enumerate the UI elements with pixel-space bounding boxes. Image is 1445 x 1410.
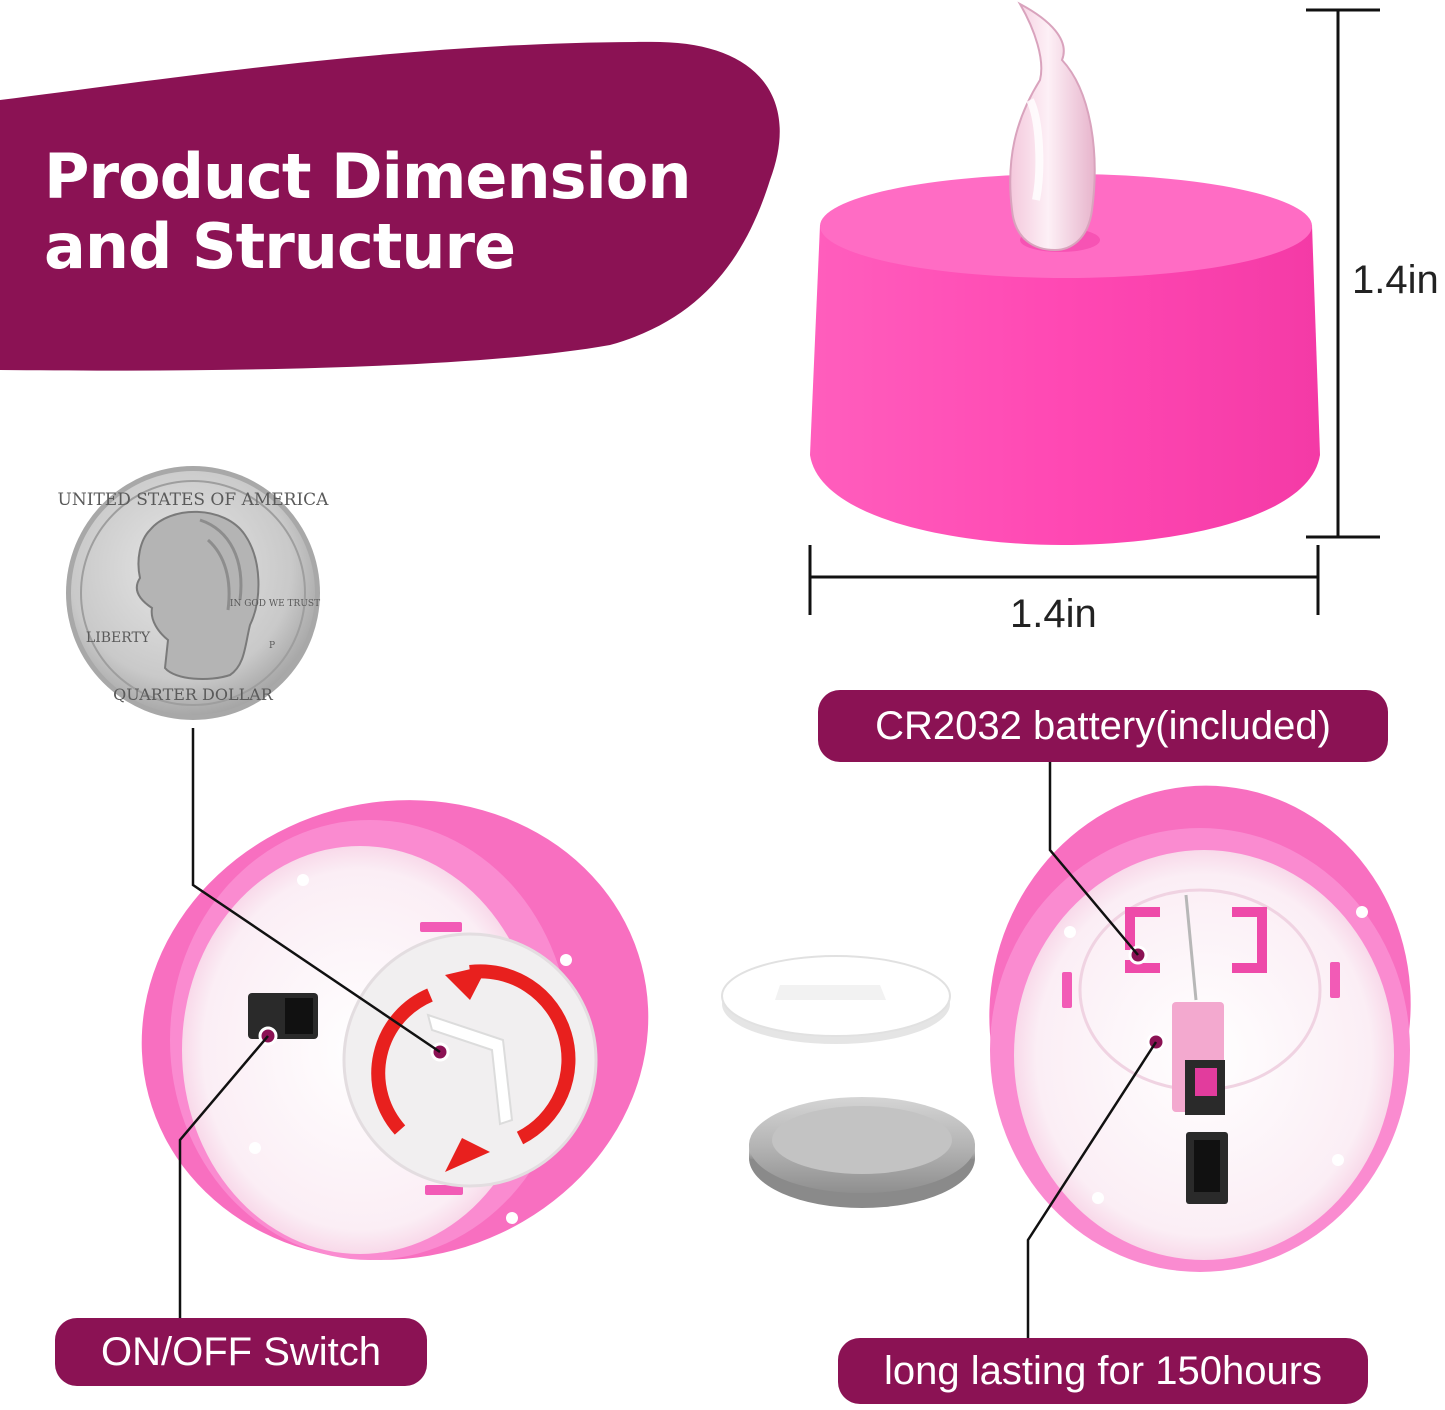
coin-liberty: LIBERTY xyxy=(86,630,151,646)
heading-line-1: Product Dimension xyxy=(44,140,692,213)
coin-portrait xyxy=(135,510,260,680)
candle-body xyxy=(810,225,1320,545)
flame-bulb xyxy=(1009,1,1096,252)
rotate-arrow-icon xyxy=(371,964,576,1145)
callout-leader-lines xyxy=(178,728,1158,1338)
loose-battery-cover xyxy=(721,955,951,1044)
coin-top-text: UNITED STATES OF AMERICA xyxy=(58,490,330,510)
battery-callout: CR2032 battery(included) xyxy=(818,690,1388,762)
lasting-callout: long lasting for 150hours xyxy=(838,1338,1368,1404)
cr2032-coin-battery xyxy=(749,1097,975,1208)
height-dimension-label: 1.4in xyxy=(1352,258,1439,302)
width-dimension-line xyxy=(808,545,1320,615)
candle-side-view xyxy=(810,1,1320,545)
heading-banner xyxy=(0,41,780,371)
quarter-coin: UNITED STATES OF AMERICA LIBERTY IN GOD … xyxy=(58,466,330,720)
coin-bottom-text: QUARTER DOLLAR xyxy=(113,685,274,704)
candle-bottom-view-right xyxy=(989,785,1411,1272)
height-dimension-line xyxy=(1306,8,1380,539)
candle-bottom-view-left xyxy=(141,800,649,1260)
width-dimension-label: 1.4in xyxy=(1010,592,1097,636)
coin-mint-mark: P xyxy=(269,641,275,651)
coin-motto: IN GOD WE TRUST xyxy=(230,599,320,609)
switch-callout: ON/OFF Switch xyxy=(55,1318,427,1386)
page-heading: Product Dimension and Structure xyxy=(44,142,764,282)
heading-line-2: and Structure xyxy=(44,210,516,283)
